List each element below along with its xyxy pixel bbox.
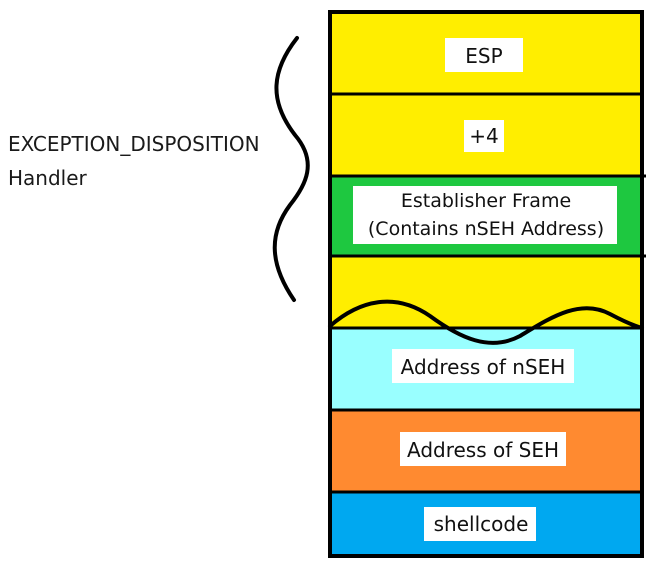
shellcode-label-box [424, 507, 536, 541]
nseh-label-box [392, 349, 574, 383]
esp-label-box [445, 38, 523, 72]
shellcode-text: shellcode [434, 512, 529, 536]
curly-brace [272, 36, 310, 302]
seh-text: Address of SEH [407, 438, 559, 462]
wavy-break-line [328, 299, 644, 345]
brace-label-line1: EXCEPTION_DISPOSITION [8, 132, 260, 156]
brace-label-line2: Handler [8, 166, 87, 190]
nseh-text: Address of nSEH [401, 355, 566, 379]
seh-label-box [400, 432, 566, 466]
segment-gap-bg [330, 256, 642, 328]
establisher-text-line1: Establisher Frame [401, 190, 571, 212]
plus4-text: +4 [469, 124, 498, 148]
plus4-label-box [464, 120, 504, 152]
establisher-text-line2: (Contains nSEH Address) [368, 218, 604, 240]
establisher-label-box [353, 186, 617, 244]
stack-outline [328, 10, 644, 558]
esp-text: ESP [465, 44, 502, 68]
